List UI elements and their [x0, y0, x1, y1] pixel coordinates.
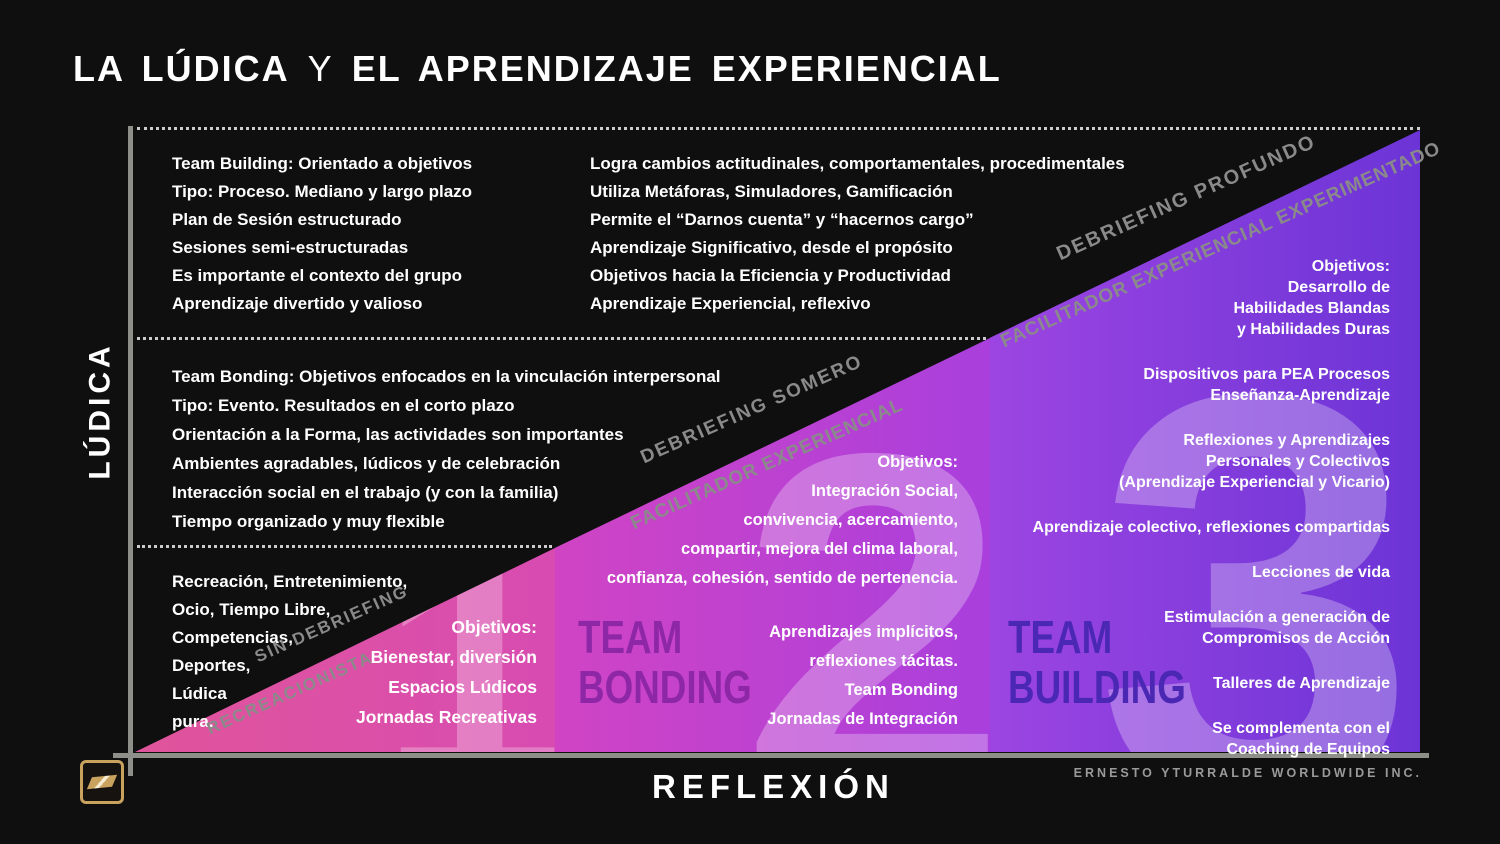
- list-line: Aprendizaje divertido y valioso: [172, 294, 423, 313]
- team-bonding-description-list: Team Bonding: Objetivos enfocados en la …: [172, 362, 721, 536]
- note-line: Team Bonding: [844, 681, 958, 699]
- objective-line: Integración Social,: [811, 482, 958, 500]
- dotted-separator-top: [137, 127, 1420, 130]
- level2-objectives: Objetivos: Integración Social, convivenc…: [607, 448, 958, 593]
- list-line: Recreación, Entretenimiento,: [172, 572, 408, 591]
- outcome-line: Objetivos:: [1311, 258, 1390, 275]
- title-part-bold-1: LA LÚDICA: [73, 48, 290, 89]
- pencil-logo-icon: [86, 774, 118, 790]
- brand-credit: ERNESTO YTURRALDE WORLDWIDE INC.: [1073, 766, 1422, 780]
- level2-number: 2: [740, 353, 1007, 844]
- outcome-line: Compromisos de Acción: [1202, 630, 1390, 647]
- level3-outcomes-column: Objetivos: Desarrollo de Habilidades Bla…: [1033, 232, 1390, 784]
- dotted-separator-middle: [137, 337, 986, 340]
- outcome-line: Enseñanza-Aprendizaje: [1210, 387, 1390, 404]
- objective-line: Bienestar, diversión: [370, 647, 537, 667]
- list-line: Ambientes agradables, lúdicos y de celeb…: [172, 454, 561, 473]
- list-line: Competencias,: [172, 628, 293, 647]
- dotted-separator-bottom: [137, 545, 552, 548]
- list-line: Team Building: Orientado a objetivos: [172, 154, 473, 173]
- outcome-line: Estimulación a generación de: [1164, 609, 1390, 626]
- title-part-bold-2: EL APRENDIZAJE EXPERIENCIAL: [351, 48, 1002, 89]
- note-line: Aprendizajes implícitos,: [769, 623, 958, 641]
- list-line: Lúdica: [172, 684, 227, 703]
- list-line: Es importante el contexto del grupo: [172, 266, 462, 285]
- objective-line: Jornadas Recreativas: [356, 707, 537, 727]
- outcome-line: (Aprendizaje Experiencial y Vicario): [1119, 474, 1390, 491]
- list-line: Deportes,: [172, 656, 251, 675]
- outcome-line: Lecciones de vida: [1252, 564, 1390, 581]
- level2-notes: Aprendizajes implícitos, reflexiones tác…: [767, 618, 958, 734]
- list-line: Logra cambios actitudinales, comportamen…: [590, 154, 1125, 173]
- heading-line: BONDING: [578, 661, 752, 713]
- list-line: Aprendizaje Significativo, desde el prop…: [590, 238, 953, 257]
- outcome-line: Habilidades Blandas: [1233, 300, 1391, 317]
- outcome-line: Desarrollo de: [1287, 279, 1390, 296]
- list-line: Interacción social en el trabajo (y con …: [172, 483, 559, 502]
- list-line: Tiempo organizado y muy flexible: [172, 512, 445, 531]
- list-line: Permite el “Darnos cuenta” y “hacernos c…: [590, 210, 974, 229]
- heading-line: TEAM: [578, 611, 683, 663]
- list-line: pura.: [172, 712, 214, 731]
- objective-line: Objetivos:: [451, 617, 537, 637]
- list-line: Tipo: Evento. Resultados en el corto pla…: [172, 396, 515, 415]
- team-bonding-heading: TEAM BONDING: [578, 612, 752, 712]
- list-line: Aprendizaje Experiencial, reflexivo: [590, 294, 871, 313]
- objective-line: Espacios Lúdicos: [388, 677, 537, 697]
- objective-line: convivencia, acercamiento,: [743, 511, 958, 529]
- heading-line: TEAM: [1008, 611, 1113, 663]
- recreation-description-list: Recreación, Entretenimiento, Ocio, Tiemp…: [172, 568, 407, 736]
- list-line: Plan de Sesión estructurado: [172, 210, 402, 229]
- title-part-light: Y: [307, 48, 334, 89]
- note-line: Jornadas de Integración: [767, 710, 958, 728]
- outcome-line: Personales y Colectivos: [1205, 453, 1390, 470]
- objective-line: confianza, cohesión, sentido de pertenen…: [606, 569, 958, 587]
- list-line: Orientación a la Forma, las actividades …: [172, 425, 624, 444]
- outcome-line: Reflexiones y Aprendizajes: [1183, 432, 1390, 449]
- note-line: reflexiones tácitas.: [809, 652, 958, 670]
- list-line: Objetivos hacia la Eficiencia y Producti…: [590, 266, 951, 285]
- level1-objectives: Objetivos: Bienestar, diversión Espacios…: [356, 612, 537, 732]
- x-axis-label: REFLEXIÓN: [652, 768, 895, 805]
- heading-line: BUILDING: [1008, 661, 1186, 713]
- outcome-line: y Habilidades Duras: [1237, 321, 1390, 338]
- team-building-heading: TEAM BUILDING: [1008, 612, 1186, 712]
- list-line: Team Bonding: Objetivos enfocados en la …: [172, 367, 721, 386]
- outcome-line: Se complementa con el: [1212, 720, 1390, 737]
- y-axis-line: [128, 126, 133, 776]
- list-line: Utiliza Metáforas, Simuladores, Gamifica…: [590, 182, 953, 201]
- level3-number: 3: [1095, 273, 1418, 844]
- team-building-benefits-list: Logra cambios actitudinales, comportamen…: [590, 150, 1125, 318]
- list-line: Tipo: Proceso. Mediano y largo plazo: [172, 182, 473, 201]
- outcome-line: Dispositivos para PEA Procesos: [1143, 366, 1390, 383]
- objective-line: compartir, mejora del clima laboral,: [681, 540, 958, 558]
- page-title: LA LÚDICA Y EL APRENDIZAJE EXPERIENCIAL: [73, 48, 1002, 90]
- list-line: Sesiones semi-estructuradas: [172, 238, 409, 257]
- outcome-line: Aprendizaje colectivo, reflexiones compa…: [1032, 519, 1390, 536]
- objective-line: Objetivos:: [877, 453, 958, 471]
- x-axis-line: [113, 753, 1429, 758]
- outcome-line: Talleres de Aprendizaje: [1213, 675, 1390, 692]
- list-line: Ocio, Tiempo Libre,: [172, 600, 331, 619]
- team-building-description-list: Team Building: Orientado a objetivos Tip…: [172, 150, 472, 318]
- logo: [80, 760, 124, 804]
- y-axis-label: LÚDICA: [83, 342, 117, 480]
- outcome-line: Coaching de Equipos: [1226, 741, 1390, 758]
